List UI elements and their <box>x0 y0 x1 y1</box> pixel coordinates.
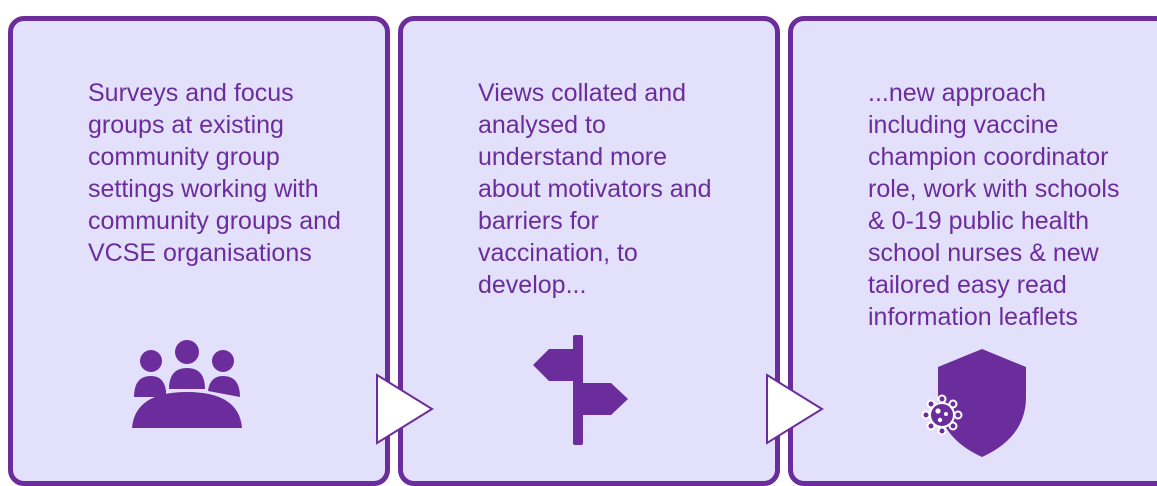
people-group-icon <box>132 340 242 428</box>
step-1-panel: Surveys and focus groups at existing com… <box>8 16 390 486</box>
arrow-right-icon <box>766 373 824 445</box>
step-2-text: Views collated and analysed to understan… <box>478 79 712 299</box>
arrow-right-icon <box>376 373 434 445</box>
step-3-panel: ...new approach including vaccine champi… <box>788 16 1157 486</box>
step-1-text: Surveys and focus groups at existing com… <box>88 79 341 267</box>
signpost-icon <box>533 335 628 445</box>
step-2-panel: Views collated and analysed to understan… <box>398 16 780 486</box>
step-3-text: ...new approach including vaccine champi… <box>868 79 1120 331</box>
shield-virus-icon <box>921 349 1026 457</box>
